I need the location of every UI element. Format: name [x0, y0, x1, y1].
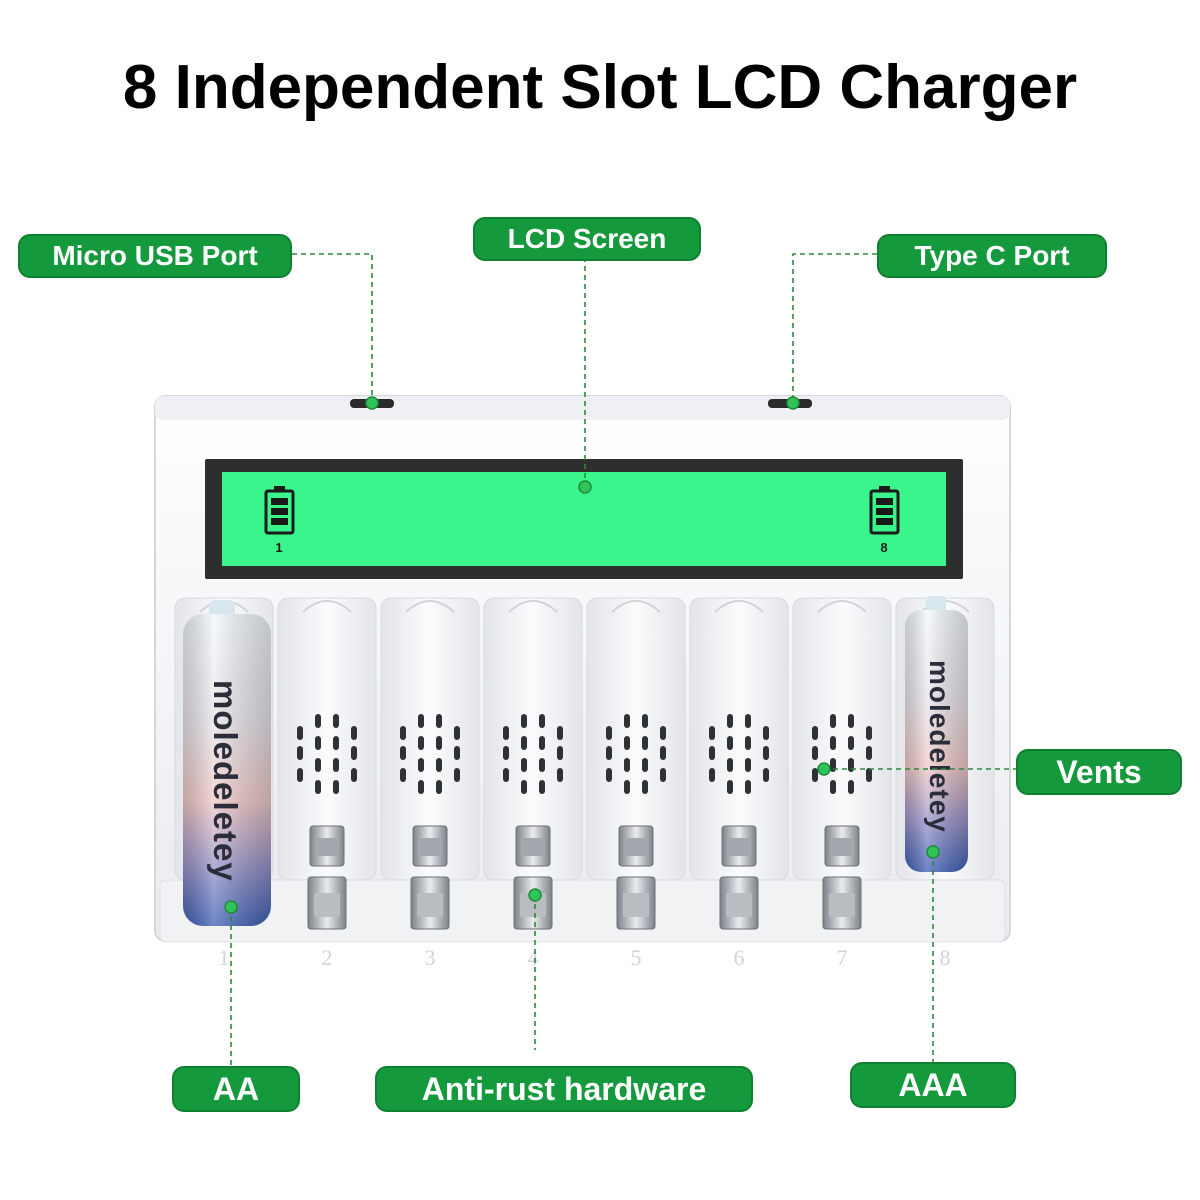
- charger-slot[interactable]: [483, 597, 583, 930]
- lcd-screen-label: LCD Screen: [473, 217, 701, 261]
- micro-usb-port-label: Micro USB Port: [18, 234, 292, 278]
- vent-slot-icon: [709, 714, 769, 794]
- lcd-slot-label-right: 8: [880, 540, 887, 555]
- leader-dots: [224, 396, 940, 914]
- contact-clip-icon: [719, 876, 759, 930]
- battery-icon: [264, 486, 295, 535]
- contact-clip-icon: [515, 825, 551, 867]
- contact-clip-icon: [616, 876, 656, 930]
- vents-dot: [817, 762, 831, 776]
- charger-slot[interactable]: [380, 597, 480, 930]
- vent-slot-icon: [812, 714, 872, 794]
- slot-number: 8: [940, 945, 951, 970]
- slot-number: 7: [837, 945, 848, 970]
- charger-slot[interactable]: [277, 597, 377, 930]
- vent-slot-icon: [400, 714, 460, 794]
- anti-rust-dot: [528, 888, 542, 902]
- micro-usb-leader: [292, 253, 373, 402]
- slot-number: 1: [219, 945, 230, 970]
- anti-rust-hardware-label: Anti-rust hardware: [375, 1066, 753, 1112]
- contact-clip-icon: [822, 876, 862, 930]
- leader-lines: [230, 253, 1016, 1068]
- lcd-screen: 1 8: [205, 459, 963, 579]
- aa-label: AA: [172, 1066, 300, 1112]
- slot-number: 3: [425, 945, 436, 970]
- page-title: 8 Independent Slot LCD Charger: [122, 53, 1078, 122]
- contact-clip-icon: [513, 876, 553, 930]
- contact-clip-icon: [824, 825, 860, 867]
- vents-label: Vents: [1016, 749, 1182, 795]
- charger-slot[interactable]: [586, 597, 686, 930]
- aa-battery: moledeletey: [183, 600, 271, 926]
- contact-clip-icon: [721, 825, 757, 867]
- aaa-battery: moledeletey: [905, 596, 968, 872]
- type-c-port-label: Type C Port: [877, 234, 1107, 278]
- micro-usb-dot: [365, 396, 379, 410]
- type-c-dot: [786, 396, 800, 410]
- slot-number: 5: [631, 945, 642, 970]
- contact-clip-icon: [412, 825, 448, 867]
- battery-icon: [869, 486, 900, 535]
- charger-slot[interactable]: [689, 597, 789, 930]
- vent-slot-icon: [606, 714, 666, 794]
- slot-number: 2: [322, 945, 333, 970]
- contact-clip-icon: [410, 876, 450, 930]
- lcd-dot: [578, 480, 592, 494]
- vent-slot-icon: [503, 714, 563, 794]
- contact-clip-icon: [618, 825, 654, 867]
- aa-dot: [224, 900, 238, 914]
- slot-number: 4: [528, 945, 539, 970]
- aaa-label: AAA: [850, 1062, 1016, 1108]
- aaa-dot: [926, 845, 940, 859]
- slot-number: 6: [734, 945, 745, 970]
- contact-clip-icon: [307, 876, 347, 930]
- charger-slot[interactable]: [792, 597, 892, 930]
- contact-clip-icon: [309, 825, 345, 867]
- vent-slot-icon: [297, 714, 357, 794]
- type-c-leader: [792, 253, 877, 402]
- lcd-slot-label-left: 1: [275, 540, 282, 555]
- aaa-battery-brand: moledeletey: [924, 660, 955, 833]
- aa-battery-brand: moledeletey: [207, 680, 244, 882]
